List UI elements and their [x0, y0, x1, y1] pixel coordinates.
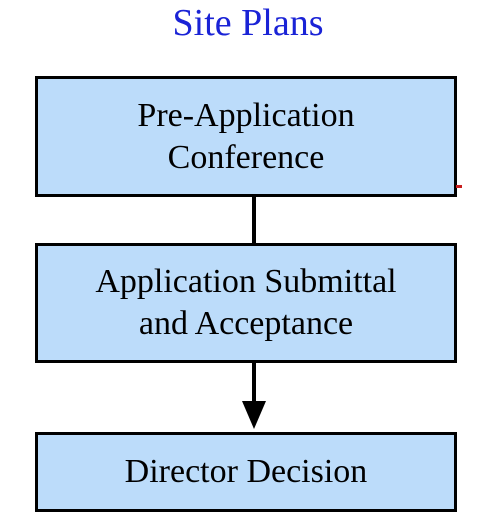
step-label-line: and Acceptance: [138, 305, 354, 342]
step-pre-application-conference: Pre-Application Conference: [35, 76, 457, 197]
stray-red-mark: [456, 185, 462, 188]
diagram-title: Site Plans: [172, 2, 324, 44]
connector-line: [252, 197, 256, 243]
step-application-submittal: Application Submittal and Acceptance: [35, 243, 457, 363]
step-label-line: Pre-Application: [137, 96, 355, 134]
step-label-line: Application Submittal: [95, 263, 397, 300]
step-label-line: Director Decision: [124, 453, 368, 490]
connector-arrow-shaft: [252, 363, 256, 401]
step-director-decision: Director Decision: [35, 432, 457, 512]
arrowhead-icon: [242, 401, 266, 429]
step-label-line: Conference: [167, 138, 325, 176]
